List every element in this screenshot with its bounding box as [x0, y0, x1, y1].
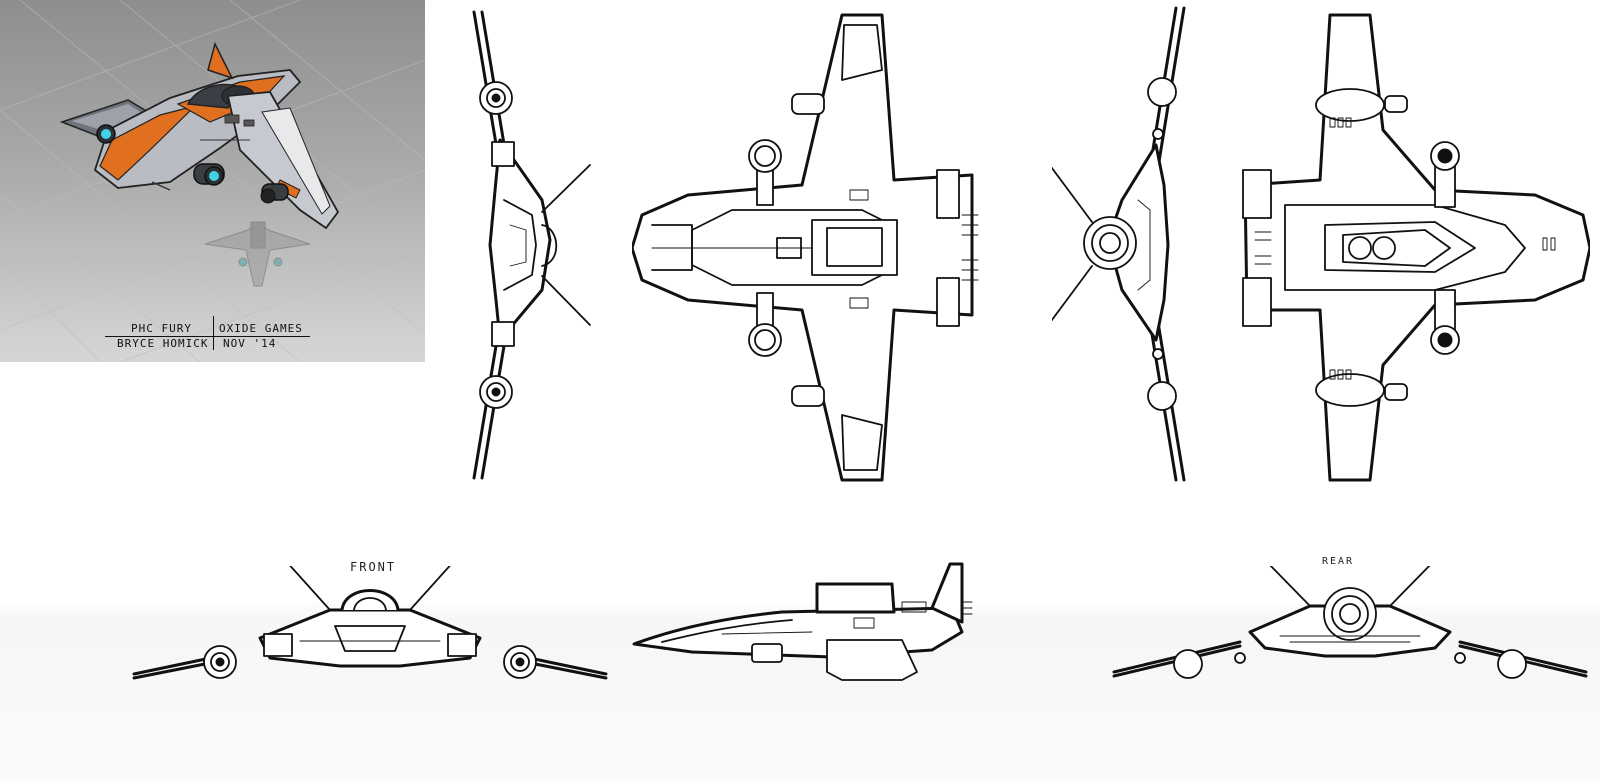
studio-name: OXIDE GAMES — [219, 322, 303, 335]
side-view-left — [472, 10, 591, 480]
side-profile-view — [632, 562, 973, 681]
render-panel: PHC FURY OXIDE GAMES BRYCE HOMICK NOV '1… — [0, 0, 425, 362]
ship-shadow-thumbnail — [204, 221, 311, 287]
date: NOV '14 — [223, 337, 277, 350]
front-view — [132, 566, 608, 680]
title-block-divider-h — [105, 336, 310, 337]
top-view — [632, 13, 979, 482]
ship-render — [59, 41, 340, 230]
artist-name: BRYCE HOMICK — [117, 337, 209, 350]
side-view-right — [1052, 6, 1186, 482]
rear-view — [1112, 566, 1588, 679]
title-block-divider-v — [213, 316, 214, 350]
ship-name: PHC FURY — [131, 322, 192, 335]
title-block: PHC FURY OXIDE GAMES BRYCE HOMICK NOV '1… — [105, 316, 310, 356]
rear-view-label: REAR — [1322, 556, 1355, 567]
front-view-label: FRONT — [350, 560, 397, 574]
bottom-view — [1242, 13, 1590, 482]
